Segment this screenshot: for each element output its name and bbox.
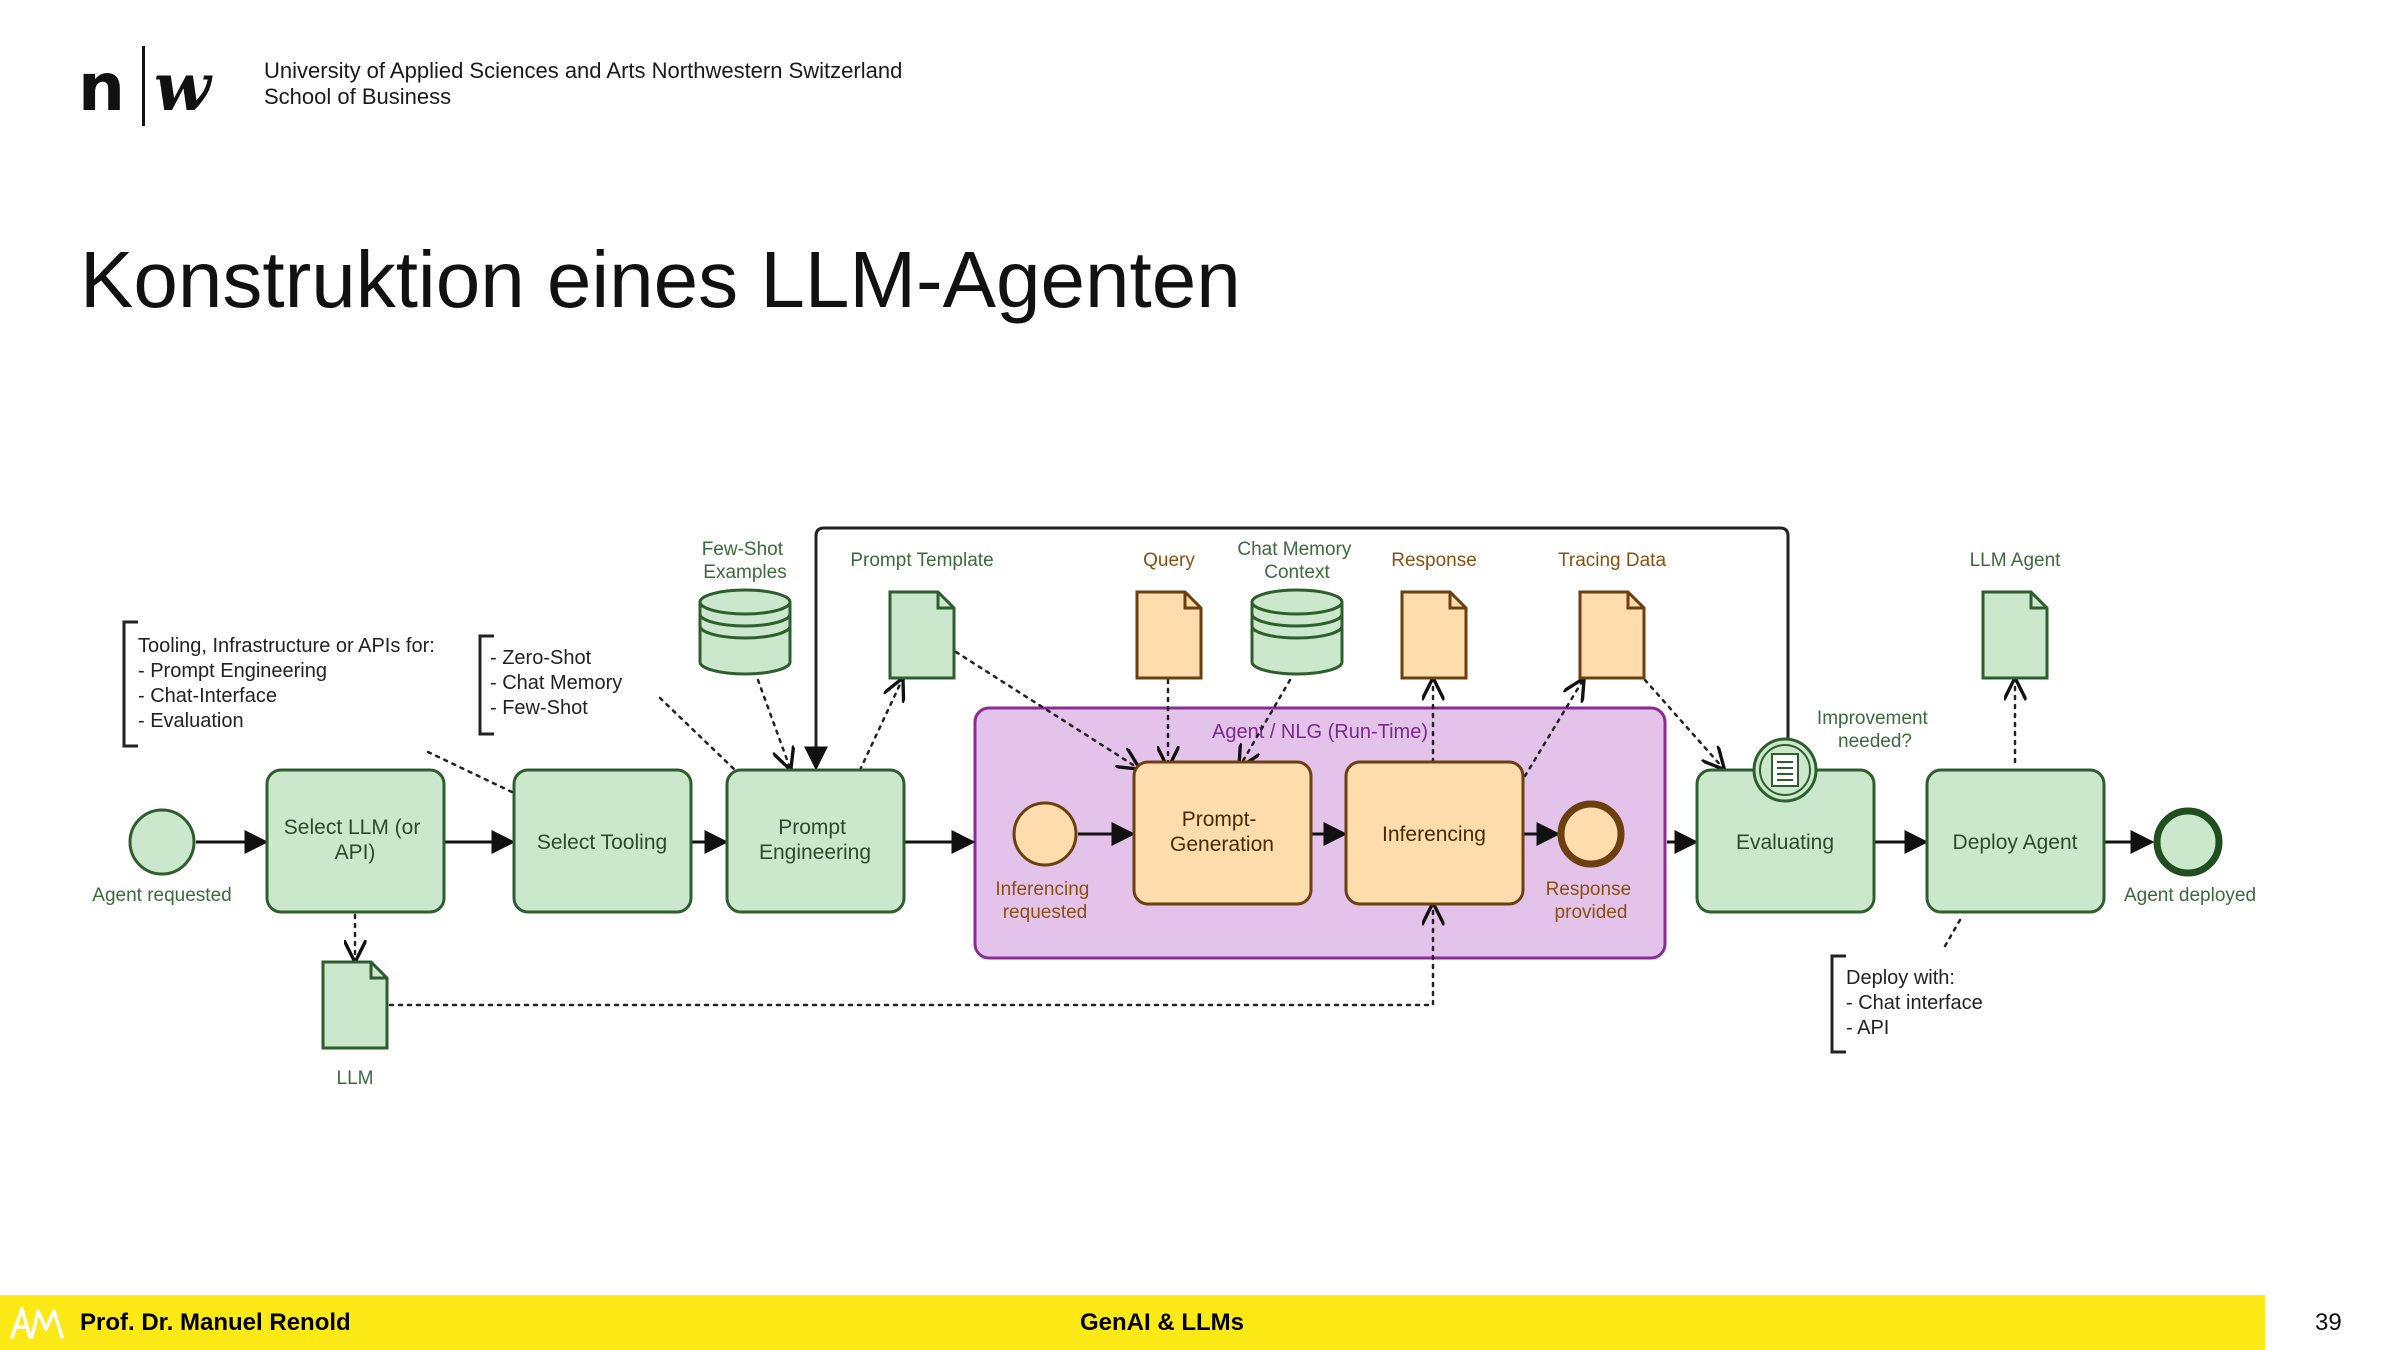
improvement-needed-label: Improvement needed?: [1817, 708, 1933, 752]
svg-text:w: w: [154, 48, 213, 126]
slide-title: Konstruktion eines LLM-Agenten: [80, 235, 1241, 324]
svg-text:- Zero-Shot - Chat Memor: - Zero-Shot - Chat Memory - Few-Shot: [490, 647, 628, 719]
task-prompt-generation: Prompt- Generation: [1132, 760, 1313, 906]
start-event-agent-requested: [128, 808, 196, 876]
datastore-few-shot-examples: [698, 588, 792, 676]
inner-end-event-response-provided: [1557, 800, 1625, 868]
task-select-tooling: Select Tooling: [512, 768, 693, 914]
assoc-prompt-eng-to-template: [858, 680, 902, 772]
page-number: 39: [2315, 1309, 2342, 1336]
doc-llm: [321, 960, 389, 1050]
assoc-llm-to-inferencing: [388, 905, 1433, 1007]
inner-start-label: Inferencing requested: [995, 879, 1094, 923]
footer-bar: Prof. Dr. Manuel Renold GenAI & LLMs: [0, 1295, 2265, 1350]
svg-text:Prompt- Generation: Prompt- Generation: [1170, 808, 1274, 856]
svg-text:n: n: [78, 49, 125, 126]
doc-tracing-data: [1578, 590, 1646, 680]
doc-response: [1400, 590, 1468, 680]
institution-line-2: School of Business: [264, 84, 452, 109]
svg-text:Deploy Agent: Deploy Agent: [1953, 831, 2078, 854]
svg-text:Deploy with: - Chat inte: Deploy with: - Chat interface - API: [1846, 967, 1988, 1039]
svg-text:Inferencing: Inferencing: [1382, 823, 1486, 846]
conditional-event-icon: [1752, 737, 1818, 803]
svg-text:Select Tooling: Select Tooling: [537, 831, 667, 854]
sequence-flows: [196, 822, 2155, 854]
assoc-deploy-annotation: [1943, 918, 1962, 948]
task-inferencing: Inferencing: [1344, 760, 1525, 906]
svg-text:Select LLM (or API): Select LLM (or API): [284, 816, 426, 864]
assoc-tracing-to-evaluating: [1643, 678, 1723, 768]
assoc-fewshot-to-prompt-eng: [756, 678, 790, 768]
svg-text:Evaluating: Evaluating: [1736, 831, 1834, 854]
few-shot-label: Few-Shot Examples: [702, 539, 789, 583]
task-select-llm: Select LLM (or API): [265, 768, 446, 914]
author-monogram-logo: [10, 1307, 64, 1339]
feedback-loop-arrow: [804, 526, 1790, 771]
assoc-inferencing-to-tracing: [1523, 680, 1583, 778]
end-event-agent-deployed: [2153, 807, 2223, 877]
end-event-label: Agent deployed: [2124, 885, 2256, 906]
task-deploy-agent: Deploy Agent: [1925, 768, 2106, 914]
inner-start-event-inferencing-requested: [1012, 801, 1078, 867]
annotation-prompting: - Zero-Shot - Chat Memory - Few-Shot: [478, 634, 628, 736]
datastore-chat-memory: [1250, 588, 1344, 676]
llm-agent-label: LLM Agent: [1970, 550, 2062, 571]
inner-end-label: Response provided: [1546, 879, 1637, 923]
assoc-template-to-generation: [954, 650, 1138, 768]
institution-line-1: University of Applied Sciences and Arts …: [264, 58, 903, 83]
llm-label: LLM: [337, 1068, 374, 1089]
doc-llm-agent: [1981, 590, 2049, 680]
start-event-label: Agent requested: [92, 885, 231, 906]
subprocess-label: Agent / NLG (Run-Time): [1212, 721, 1428, 743]
doc-prompt-template: [888, 590, 956, 680]
annotation-deploy: Deploy with: - Chat interface - API: [1830, 954, 1988, 1054]
response-label: Response: [1391, 550, 1477, 571]
annotation-tooling: Tooling, Infrastructure or APIs for: - P…: [122, 620, 440, 748]
chat-memory-label: Chat Memory Context: [1237, 539, 1356, 583]
svg-text:Tooling, Infrastructure or API: Tooling, Infrastructure or APIs for: - P…: [138, 635, 440, 732]
svg-text:Prompt Engineering: Prompt Engineering: [759, 816, 871, 864]
fhnw-logo: n w: [78, 46, 213, 126]
assoc-prompting-annotation: [658, 696, 737, 772]
assoc-memory-to-generation: [1240, 678, 1292, 766]
tracing-data-label: Tracing Data: [1558, 550, 1666, 571]
prompt-template-label: Prompt Template: [850, 550, 993, 571]
footer-author: Prof. Dr. Manuel Renold: [80, 1309, 351, 1336]
associations: [355, 650, 2015, 1007]
assoc-tooling-annotation: [426, 750, 514, 794]
query-label: Query: [1143, 550, 1195, 571]
institution-name: University of Applied Sciences and Arts …: [264, 58, 902, 110]
footer-course: GenAI & LLMs: [1080, 1309, 1245, 1336]
doc-query: [1135, 590, 1203, 680]
task-prompt-engineering: Prompt Engineering: [725, 768, 906, 914]
